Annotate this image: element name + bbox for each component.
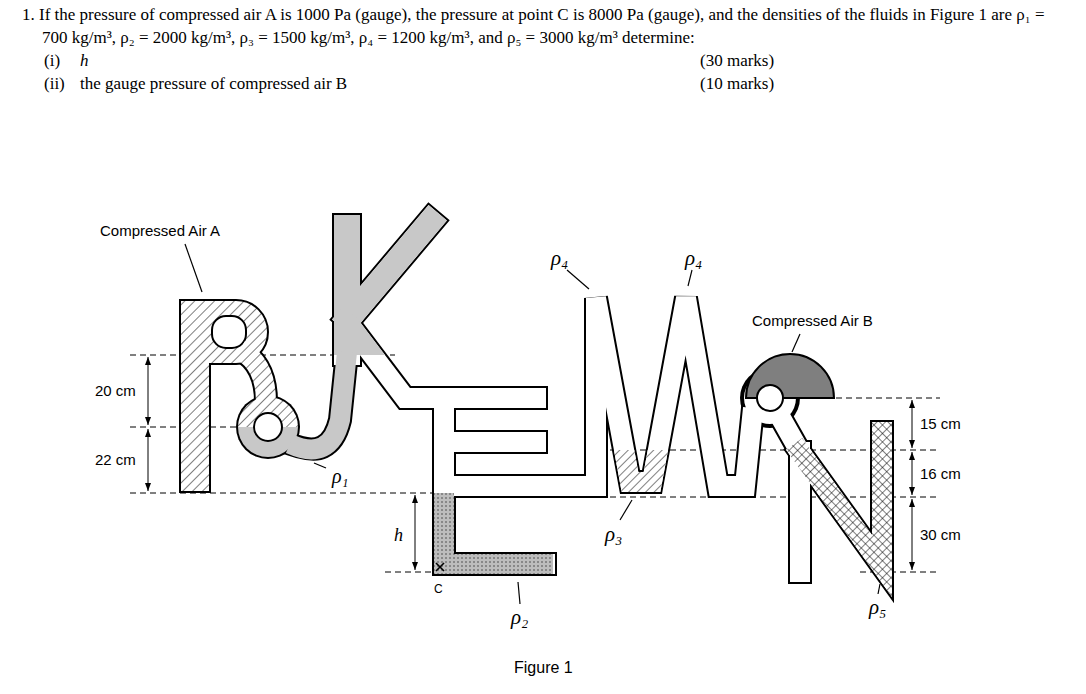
density-label: ρ₅: [869, 595, 886, 619]
ring-hole: [254, 413, 282, 441]
leader-line: [688, 270, 692, 286]
air-label: Compressed Air B: [752, 312, 873, 329]
dimension-arrow: [912, 499, 913, 570]
fluid-rho5: [800, 432, 882, 566]
pipe-walls: [236, 222, 882, 572]
fluid-rho1: [349, 222, 430, 318]
pipe-wall: [352, 328, 444, 398]
pipe-interior: [444, 298, 752, 486]
dimension-arrow: [912, 452, 913, 495]
level-line: [385, 572, 432, 573]
leader-line: [518, 582, 520, 604]
part-text: the gauge pressure of compressed air B: [80, 72, 347, 95]
marks: (30 marks): [700, 49, 774, 72]
fluid-rho2: [444, 493, 553, 564]
density-label: ρ₃: [605, 522, 622, 546]
fluid-rho1: [290, 352, 347, 449]
air-a-chamber: [180, 300, 268, 492]
point-label: C: [434, 583, 443, 597]
pipe-interior: [352, 328, 444, 398]
point-mark: [436, 563, 444, 571]
part-text: h: [80, 49, 89, 72]
pipe-interior: [444, 432, 536, 452]
density-label: ρ₄: [685, 246, 702, 270]
leader-line: [185, 244, 202, 292]
dimension-arrow: [148, 429, 149, 491]
pipe-interior: [444, 388, 536, 408]
chamber-hole: [212, 316, 246, 348]
question-text: 1. If the pressure of compressed air A i…: [22, 3, 1072, 49]
pipe-wall: [349, 222, 430, 318]
leader-line: [620, 500, 632, 520]
density-label: ρ₄: [551, 246, 568, 270]
reference-lines: [130, 355, 940, 572]
fluids: [238, 222, 882, 566]
density-label: ρ₁: [332, 465, 349, 488]
leader-line: [792, 334, 800, 352]
dimension-label: 30 cm: [920, 526, 961, 543]
dimension-arrow: [415, 495, 416, 570]
figure-caption: Figure 1: [514, 659, 573, 677]
level-line: [836, 398, 940, 399]
pipe-interior: [349, 222, 430, 318]
dimension-label: 15 cm: [920, 415, 961, 432]
dimension-label: 16 cm: [920, 465, 961, 482]
leader-line: [314, 463, 326, 468]
point-mark: [436, 563, 444, 571]
fluid-rho1: [352, 328, 405, 355]
pipe-interior: [800, 432, 882, 566]
level-line: [130, 493, 432, 494]
marks: (10 marks): [700, 72, 774, 95]
ring-hole: [757, 385, 783, 411]
air-a-letter: [180, 300, 268, 492]
dimension-label: 22 cm: [95, 451, 136, 468]
fluid-rho3: [596, 450, 686, 482]
leader-line: [567, 270, 589, 289]
pipe-wall: [240, 350, 266, 402]
dimension-label: 20 cm: [95, 382, 136, 399]
pipe-wall: [444, 386, 536, 410]
pipe-interiors: [347, 222, 882, 572]
pipe-wall: [800, 432, 882, 566]
dimension-arrow: [912, 400, 913, 448]
pipe-wall: [444, 298, 752, 486]
fluid-rho1-k: [347, 222, 430, 355]
part-number: (ii): [44, 72, 65, 95]
dimension-arrow: [148, 357, 149, 425]
leader-line: [878, 584, 880, 594]
part-number: (i): [44, 49, 60, 72]
density-label: ρ₂: [511, 605, 528, 629]
pipe-wall: [444, 430, 536, 454]
air-label: Compressed Air A: [100, 222, 220, 239]
point-c-mark: [436, 563, 444, 571]
dimension-label: h: [394, 525, 403, 546]
leader-lines: [185, 244, 880, 604]
air-a-connector: [240, 350, 266, 402]
